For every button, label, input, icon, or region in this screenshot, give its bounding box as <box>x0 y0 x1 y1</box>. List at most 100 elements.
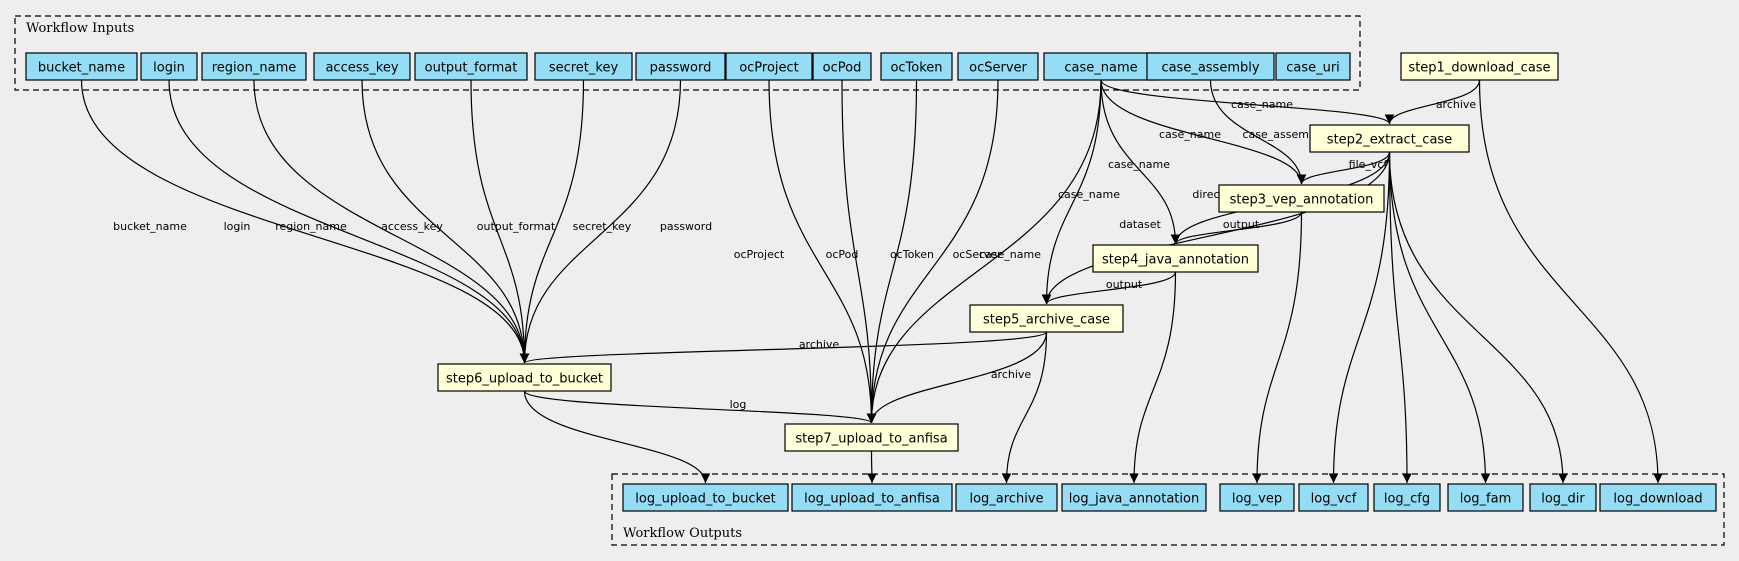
node-log-upload-to-bucket: log_upload_to_bucket <box>622 483 789 512</box>
edge-step3-vep-annotation-to-step4-java-annotation <box>1170 211 1303 245</box>
node-box <box>969 304 1124 333</box>
edge-step2-extract-case-to-step5-archive-case <box>1041 151 1391 305</box>
node-label: login <box>153 61 185 76</box>
edge-label: ocProject <box>734 248 785 261</box>
node-box <box>1309 124 1470 153</box>
node-label: step4_java_annotation <box>1102 253 1249 268</box>
node-log-vcf: log_vcf <box>1298 483 1369 512</box>
node-label: step6_upload_to_bucket <box>446 372 603 387</box>
node-label: secret_key <box>549 61 619 76</box>
node-box <box>1219 483 1295 512</box>
workflow-outputs-label: Workflow Outputs <box>623 526 742 541</box>
node-log-vep: log_vep <box>1219 483 1295 512</box>
edge-label: dataset <box>1119 218 1161 231</box>
edge-label: region_name <box>275 220 347 233</box>
node-label: region_name <box>212 61 296 76</box>
node-box <box>414 52 528 81</box>
node-label: ocProject <box>739 61 799 76</box>
node-label: step3_vep_annotation <box>1230 193 1374 208</box>
edge-step5-archive-case-to-step7-upload-to-anfisa <box>866 331 1048 424</box>
node-bucket-name: bucket_name <box>25 52 138 81</box>
node-box <box>791 483 953 512</box>
node-label: log_java_annotation <box>1069 492 1199 507</box>
edge-step1-download-case-to-step2-extract-case <box>1384 79 1481 125</box>
node-log-dir: log_dir <box>1529 483 1597 512</box>
node-output-format: output_format <box>414 52 528 81</box>
edge-label: archive <box>799 338 840 351</box>
edge-step4-java-annotation-to-step5-archive-case <box>1041 271 1177 305</box>
node-label: case_name <box>1064 61 1137 76</box>
edge-case-name-to-step5-archive-case <box>1041 79 1102 305</box>
node-label: log_vep <box>1232 492 1282 507</box>
edge-ocServer-to-step7-upload-to-anfisa <box>866 79 999 424</box>
edge-label: output <box>1106 278 1143 291</box>
edge-secret-key-to-step6-upload-to-bucket <box>519 79 585 364</box>
node-case-assembly: case_assembly <box>1146 52 1275 81</box>
edge-label: case_name <box>1108 158 1170 171</box>
node-box <box>1146 52 1275 81</box>
node-box <box>1298 483 1369 512</box>
edge-case-name-to-step7-upload-to-anfisa <box>866 79 1102 424</box>
node-box <box>1275 52 1351 81</box>
node-step3-vep-annotation: step3_vep_annotation <box>1218 184 1385 213</box>
edge-login-to-step6-upload-to-bucket <box>168 79 530 364</box>
node-step7-upload-to-anfisa: step7_upload_to_anfisa <box>784 423 959 452</box>
edge-access-key-to-step6-upload-to-bucket <box>361 79 530 364</box>
node-label: log_cfg <box>1384 492 1430 507</box>
node-label: log_archive <box>969 492 1043 507</box>
edge-label: secret_key <box>573 220 632 233</box>
edge-step4-java-annotation-to-log-java-annotation <box>1129 271 1177 484</box>
edge-step7-upload-to-anfisa-to-log-upload-to-anfisa <box>867 450 877 484</box>
node-log-upload-to-anfisa: log_upload_to_anfisa <box>791 483 953 512</box>
node-box <box>957 52 1039 81</box>
edge-label: ocToken <box>890 248 934 261</box>
node-ocServer: ocServer <box>957 52 1039 81</box>
clusters-layer: Workflow Inputs Workflow Outputs <box>14 15 1725 546</box>
edge-output-format-to-step6-upload-to-bucket <box>470 79 530 364</box>
edge-label: output <box>1223 218 1260 231</box>
edge-label: output_format <box>477 220 556 233</box>
edge-label: ocPod <box>826 248 859 261</box>
edge-label: archive <box>1436 98 1477 111</box>
node-label: log_fam <box>1460 492 1512 507</box>
edge-step6-upload-to-bucket-to-step7-upload-to-anfisa <box>523 390 877 424</box>
node-label: log_upload_to_bucket <box>635 492 775 507</box>
node-label: case_uri <box>1286 61 1340 76</box>
node-step1-download-case: step1_download_case <box>1400 52 1559 81</box>
node-step6-upload-to-bucket: step6_upload_to_bucket <box>437 363 612 392</box>
node-secret-key: secret_key <box>534 52 633 81</box>
node-box <box>140 52 198 81</box>
node-label: bucket_name <box>38 61 125 76</box>
edge-case-assembly-to-step3-vep-annotation <box>1209 79 1307 185</box>
node-box <box>1373 483 1441 512</box>
node-label: step1_download_case <box>1408 61 1550 76</box>
node-box <box>725 52 813 81</box>
edge-step2-extract-case-to-log-dir <box>1388 151 1568 484</box>
edge-step5-archive-case-to-log-archive <box>1001 331 1048 484</box>
node-ocProject: ocProject <box>725 52 813 81</box>
edge-label: case_name <box>1058 188 1120 201</box>
node-region-name: region_name <box>201 52 307 81</box>
node-box <box>313 52 411 81</box>
node-box <box>812 52 872 81</box>
node-log-download: log_download <box>1599 483 1717 512</box>
workflow-outputs-cluster <box>611 473 1725 546</box>
edge-label: archive <box>991 368 1032 381</box>
edge-case-name-to-step2-extract-case <box>1100 79 1395 125</box>
workflow-inputs-cluster <box>14 15 1361 91</box>
node-label: ocPod <box>823 61 862 76</box>
edge-password-to-step6-upload-to-bucket <box>519 79 682 364</box>
edge-step5-archive-case-to-step6-upload-to-bucket <box>520 331 1048 364</box>
edge-label: case_name <box>979 248 1041 261</box>
node-box <box>534 52 633 81</box>
edge-label: case_assembly <box>1242 128 1326 141</box>
node-label: step2_extract_case <box>1327 133 1452 148</box>
edge-region-name-to-step6-upload-to-bucket <box>253 79 530 364</box>
node-label: step7_upload_to_anfisa <box>795 432 947 447</box>
node-box <box>437 363 612 392</box>
edge-label: access_key <box>381 220 443 233</box>
node-label: password <box>650 61 712 76</box>
node-step5-archive-case: step5_archive_case <box>969 304 1124 333</box>
